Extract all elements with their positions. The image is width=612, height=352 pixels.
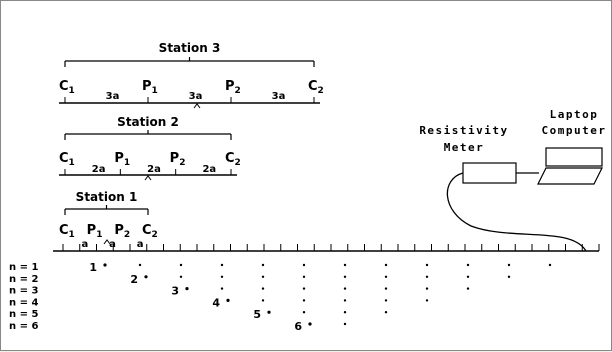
level-label: n = 6: [9, 321, 38, 332]
level-label: n = 2: [9, 274, 38, 285]
data-point: [308, 322, 312, 326]
data-point: [384, 299, 388, 302]
data-point: [425, 287, 429, 290]
data-point: [384, 287, 388, 290]
data-point: [267, 310, 271, 314]
data-point: [261, 287, 265, 290]
data-point: [466, 263, 470, 267]
electrode-label: C1: [59, 223, 75, 240]
spacing-label: 2a: [92, 164, 106, 175]
level-label: n = 1: [9, 262, 38, 273]
data-point: [220, 287, 224, 290]
spacing-label: a: [137, 239, 144, 250]
data-point: [384, 311, 388, 314]
data-point: [343, 311, 347, 314]
data-point: [179, 275, 183, 278]
electrode-label: P1: [114, 151, 130, 168]
data-point: [425, 299, 429, 302]
level-label: n = 5: [9, 309, 38, 320]
midpoint-caret: [144, 175, 152, 181]
meter-label: Meter: [444, 141, 485, 154]
meter-ground-cable: [446, 172, 587, 252]
data-point: [466, 275, 470, 278]
data-point: [548, 263, 552, 267]
level-marker: 1: [89, 261, 97, 274]
spacing-label: a: [109, 239, 116, 250]
level-marker: 5: [253, 308, 261, 321]
electrode-label: C2: [142, 223, 158, 240]
data-point: [384, 263, 388, 267]
midpoint-caret: [193, 103, 201, 109]
laptop-keyboard: [537, 167, 603, 185]
data-point: [343, 299, 347, 302]
level-marker: 3: [171, 285, 179, 298]
spacing-label: 3a: [272, 91, 286, 102]
data-point: [138, 263, 142, 267]
electrode-label: P2: [225, 79, 241, 96]
data-point: [425, 263, 429, 267]
spacing-label: a: [81, 239, 88, 250]
data-point: [144, 275, 148, 279]
data-point: [302, 275, 306, 278]
data-point: [179, 263, 183, 267]
data-point: [226, 298, 230, 302]
spacing-label: 2a: [147, 164, 161, 175]
spacing-label: 2a: [202, 164, 216, 175]
station-title: Station 2: [117, 115, 179, 129]
station-title: Station 1: [76, 190, 138, 204]
electrode-label: P1: [142, 79, 158, 96]
data-point: [302, 263, 306, 267]
data-point: [302, 287, 306, 290]
resistivity-label: Resistivity: [419, 124, 508, 137]
level-marker: 6: [294, 320, 302, 333]
data-point: [343, 322, 347, 326]
data-point: [466, 287, 470, 290]
data-point: [103, 263, 107, 267]
level-label: n = 3: [9, 286, 38, 297]
data-point: [261, 275, 265, 278]
data-point: [185, 287, 189, 291]
level-marker: 4: [212, 296, 220, 309]
station-title: Station 3: [159, 41, 221, 55]
data-point: [384, 275, 388, 278]
data-point: [302, 311, 306, 314]
data-point: [425, 275, 429, 278]
level-label: n = 4: [9, 297, 38, 308]
electrode-label: C2: [308, 79, 324, 96]
data-point: [507, 263, 511, 267]
data-point: [302, 299, 306, 302]
data-point: [220, 275, 224, 278]
data-point: [261, 263, 265, 267]
midpoint-caret: [103, 239, 111, 245]
electrode-label: C1: [59, 151, 75, 168]
laptop-label: Laptop: [550, 108, 599, 121]
electrode-label: P1: [87, 223, 103, 240]
level-marker: 2: [130, 273, 138, 286]
data-point: [507, 275, 511, 278]
data-point: [343, 275, 347, 278]
computer-label: Computer: [542, 124, 607, 137]
data-point: [220, 263, 224, 267]
electrode-label: P2: [170, 151, 186, 168]
spacing-label: 3a: [106, 91, 120, 102]
laptop-screen: [545, 147, 603, 167]
data-point: [343, 263, 347, 267]
data-point: [261, 299, 265, 302]
data-point: [343, 287, 347, 290]
electrode-label: C1: [59, 79, 75, 96]
spacing-label: 3a: [189, 91, 203, 102]
electrode-label: C2: [225, 151, 241, 168]
electrode-label: P2: [114, 223, 130, 240]
